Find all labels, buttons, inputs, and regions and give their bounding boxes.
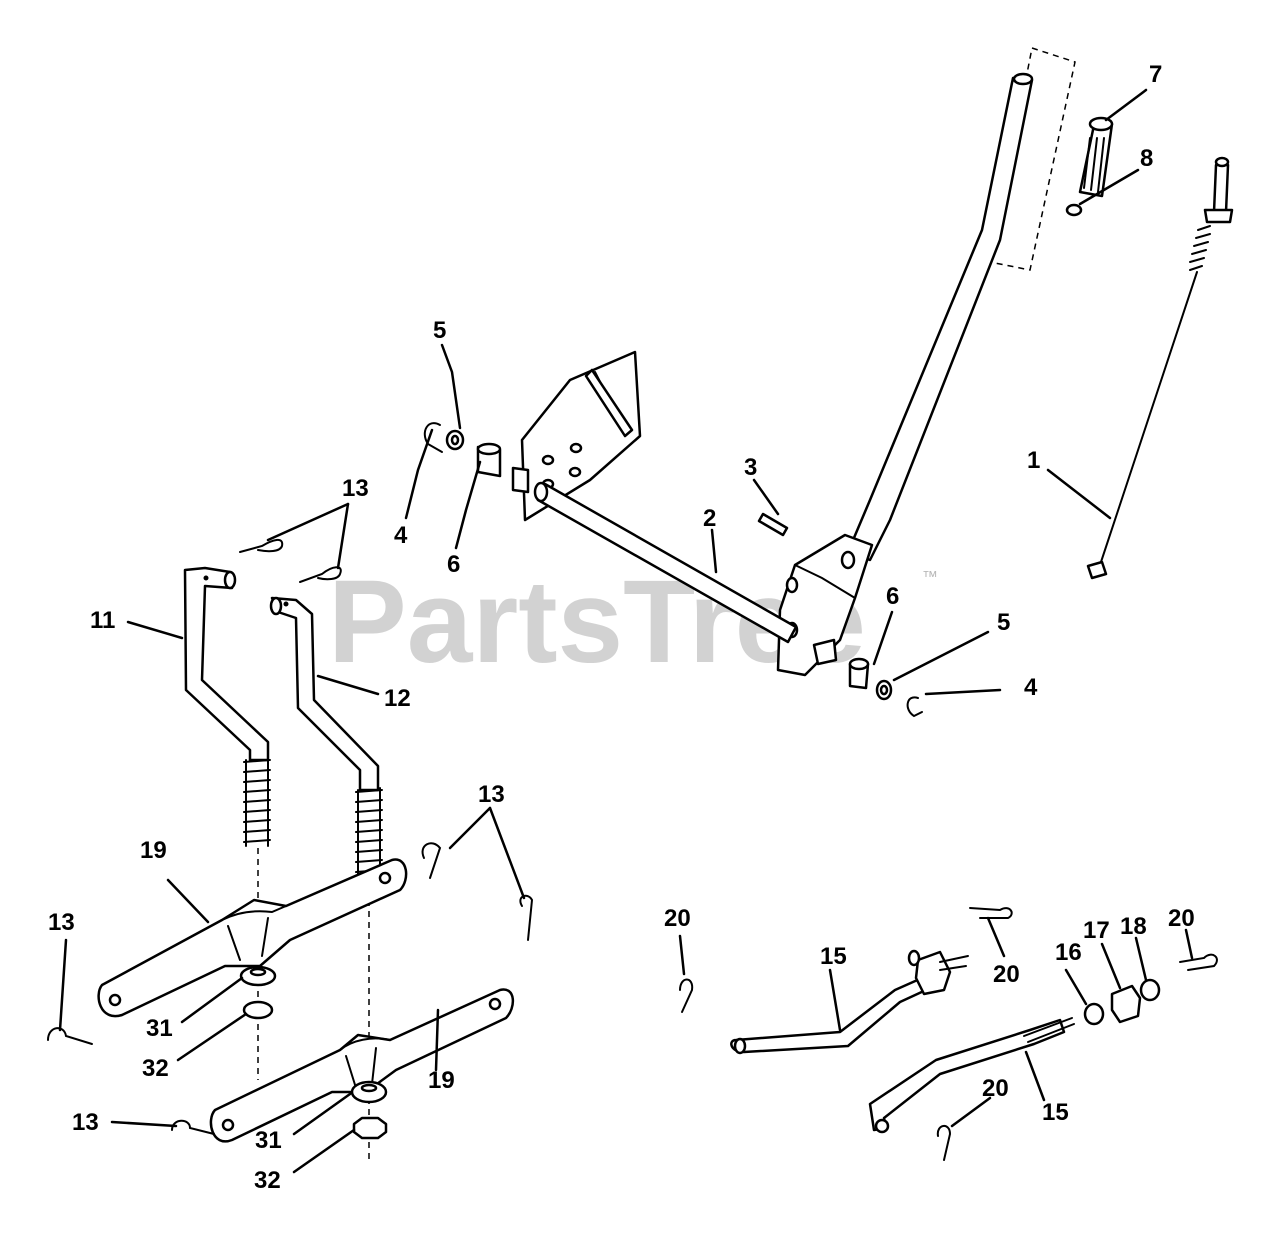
callout-19-lower: 19 xyxy=(428,1067,455,1094)
part-4-left-clip[interactable] xyxy=(423,422,443,453)
callout-20-b: 20 xyxy=(993,961,1020,988)
callout-11: 11 xyxy=(90,607,115,634)
callout-13-mid: 13 xyxy=(478,781,505,808)
callout-6-right: 6 xyxy=(886,583,899,610)
lift-handle-tube[interactable] xyxy=(846,72,1034,562)
callout-6-left: 6 xyxy=(447,551,460,578)
callout-12: 12 xyxy=(384,685,411,712)
callout-32-upper: 32 xyxy=(142,1055,169,1082)
callout-32-lower: 32 xyxy=(254,1167,281,1194)
part-18-washer[interactable] xyxy=(1139,978,1161,1002)
callout-20-d: 20 xyxy=(982,1075,1009,1102)
part-20-pin-c[interactable] xyxy=(1179,953,1218,971)
part-5-left-washer[interactable] xyxy=(445,429,465,451)
callout-labels: 1 2 3 4 4 5 5 6 6 7 8 11 12 13 13 13 13 … xyxy=(48,61,1195,1194)
callout-15-lower: 15 xyxy=(1042,1099,1069,1126)
callout-2: 2 xyxy=(703,505,716,532)
part-6-left-bushing[interactable] xyxy=(476,442,502,478)
part-11-lift-link[interactable] xyxy=(183,566,271,847)
part-12-lift-link[interactable] xyxy=(269,596,383,877)
part-19-lift-link-upper[interactable] xyxy=(97,858,408,1018)
part-31-lower-nut[interactable] xyxy=(350,1080,388,1104)
part-13-clip-left[interactable] xyxy=(47,1027,93,1045)
part-13-clip-upper-b[interactable] xyxy=(299,566,342,583)
part-3-key[interactable] xyxy=(757,512,789,537)
callout-5-left: 5 xyxy=(433,317,446,344)
callout-18: 18 xyxy=(1120,913,1147,940)
callout-3: 3 xyxy=(744,454,757,481)
part-32-upper-nut[interactable] xyxy=(242,1000,274,1020)
part-8-plug[interactable] xyxy=(1065,203,1083,217)
part-17-block[interactable] xyxy=(1110,984,1142,1024)
callout-19-upper: 19 xyxy=(140,837,167,864)
part-2-cross-shaft[interactable] xyxy=(511,466,838,666)
part-1-lift-rod[interactable] xyxy=(1086,156,1234,580)
watermark-trademark: ™ xyxy=(922,569,938,586)
part-7-handle-grip[interactable] xyxy=(1078,116,1114,198)
part-13-clip-right[interactable] xyxy=(519,894,534,941)
callout-31-upper: 31 xyxy=(146,1015,173,1042)
part-13-clip-mid[interactable] xyxy=(421,842,442,879)
callout-15-upper: 15 xyxy=(820,943,847,970)
part-4-right-clip[interactable] xyxy=(906,696,923,718)
part-20-pin-b[interactable] xyxy=(969,907,1013,919)
part-16-nut[interactable] xyxy=(1083,1002,1105,1026)
part-32-lower-nut[interactable] xyxy=(352,1116,388,1140)
callout-13-bottom: 13 xyxy=(72,1109,99,1136)
callout-1: 1 xyxy=(1027,447,1040,474)
callout-20-a: 20 xyxy=(664,905,691,932)
part-6-right-bushing[interactable] xyxy=(848,657,870,690)
part-15-rod-upper[interactable] xyxy=(730,976,928,1055)
callout-5-right: 5 xyxy=(997,609,1010,636)
part-20-pin-a[interactable] xyxy=(679,978,694,1013)
callout-16: 16 xyxy=(1055,939,1082,966)
leader-lines xyxy=(58,88,1194,1174)
part-31-upper-nut[interactable] xyxy=(239,965,277,987)
part-15-rod-lower[interactable] xyxy=(868,1017,1075,1134)
part-5-right-washer[interactable] xyxy=(875,679,893,701)
callout-7: 7 xyxy=(1149,61,1162,88)
callout-13-left: 13 xyxy=(48,909,75,936)
part-13-clip-bottom[interactable] xyxy=(171,1119,215,1135)
callout-4-right: 4 xyxy=(1024,674,1038,701)
callout-8: 8 xyxy=(1140,145,1153,172)
callout-13-top: 13 xyxy=(342,475,369,502)
callout-17: 17 xyxy=(1083,917,1110,944)
callout-4-left: 4 xyxy=(394,522,408,549)
part-20-pin-d[interactable] xyxy=(936,1125,952,1161)
adjuster-block-upper[interactable] xyxy=(907,949,969,996)
handle-ghost-outline xyxy=(989,47,1076,271)
mounting-plate[interactable] xyxy=(520,350,642,522)
callout-31-lower: 31 xyxy=(255,1127,282,1154)
callout-20-c: 20 xyxy=(1168,905,1195,932)
part-13-clip-upper-a[interactable] xyxy=(239,539,284,553)
